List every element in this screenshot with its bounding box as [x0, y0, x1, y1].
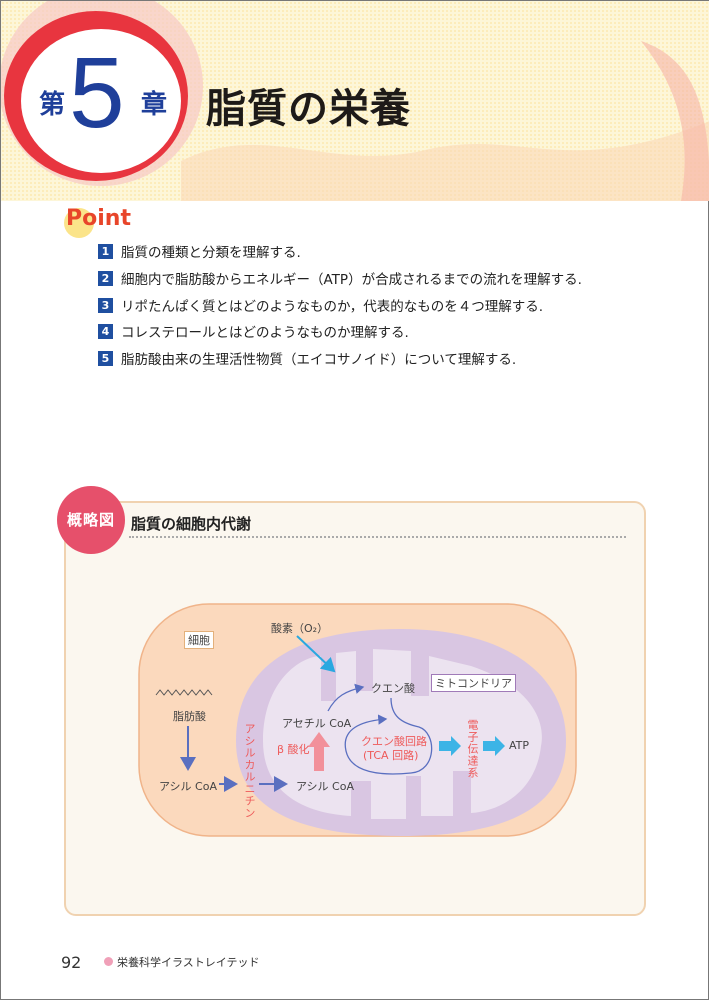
oxygen-arrow-icon: [296, 635, 336, 673]
figure-title: 脂質の細胞内代謝: [131, 515, 252, 533]
item-number: 4: [98, 323, 113, 339]
block-arrow-icon: [483, 736, 505, 756]
arrow-icon: [327, 683, 365, 712]
point-item: 1 脂質の種類と分類を理解する.: [98, 241, 301, 261]
item-text: 細胞内で脂肪酸からエネルギー（ATP）が合成されるまでの流れを理解する.: [121, 272, 582, 288]
item-text: 脂質の種類と分類を理解する.: [121, 245, 301, 261]
point-item: 2 細胞内で脂肪酸からエネルギー（ATP）が合成されるまでの流れを理解する.: [98, 268, 582, 288]
point-item: 4 コレステロールとはどのようなものか理解する.: [98, 321, 409, 341]
fatty-acid-chain-icon: [155, 689, 213, 696]
point-logo: Point: [66, 206, 131, 231]
acyl-carnitine-label: アシルカルニチン: [243, 723, 256, 819]
item-number: 3: [98, 297, 113, 313]
beta-oxidation-arrow-icon: [308, 732, 330, 771]
tca-cycle-label: クエン酸回路: [361, 735, 427, 748]
item-text: 脂肪酸由来の生理活性物質（エイコサノイド）について理解する.: [121, 352, 517, 368]
chapter-title: 脂質の栄養: [206, 86, 411, 132]
item-number: 5: [98, 350, 113, 366]
chapter-header: 第 5 章 脂質の栄養: [1, 1, 709, 201]
tca-cycle-loop-icon: [344, 697, 433, 775]
electron-transport-label: 電子伝達系: [466, 719, 479, 779]
tca-cycle-alt-label: (TCA 回路): [363, 749, 419, 762]
header-decoration: [1, 1, 709, 201]
point-logo-circle: [64, 208, 94, 238]
figure-badge: 概略図: [57, 486, 125, 554]
bullet-dot-icon: [104, 957, 113, 966]
item-number: 1: [98, 243, 113, 259]
item-text: コレステロールとはどのようなものか理解する.: [121, 325, 409, 341]
block-arrow-icon: [439, 736, 461, 756]
title-divider: [129, 536, 626, 538]
atp-label: ATP: [509, 739, 530, 752]
chapter-suffix: 章: [141, 90, 168, 120]
chapter-prefix: 第: [39, 90, 66, 120]
acetyl-coa-label: アセチル CoA: [282, 717, 352, 730]
chapter-number: 5: [69, 37, 125, 149]
point-item: 3 リポたんぱく質とはどのようなものか，代表的なものを４つ理解する.: [98, 295, 543, 315]
oxygen-label: 酸素（O₂）: [271, 622, 329, 635]
acyl-coa-mito-label: アシル CoA: [296, 780, 354, 793]
beta-oxidation-label: β 酸化: [277, 743, 310, 756]
page-number: 92: [61, 953, 82, 972]
fatty-acid-label: 脂肪酸: [173, 710, 206, 723]
mitochondria-label: ミトコンドリア: [431, 674, 516, 692]
acyl-coa-cytosol-label: アシル CoA: [159, 780, 217, 793]
citric-acid-label: クエン酸: [371, 682, 415, 695]
item-number: 2: [98, 270, 113, 286]
point-item: 5 脂肪酸由来の生理活性物質（エイコサノイド）について理解する.: [98, 348, 516, 368]
book-title: 栄養科学イラストレイテッド: [117, 956, 260, 969]
cell-label: 細胞: [184, 631, 214, 649]
item-text: リポたんぱく質とはどのようなものか，代表的なものを４つ理解する.: [121, 299, 543, 315]
